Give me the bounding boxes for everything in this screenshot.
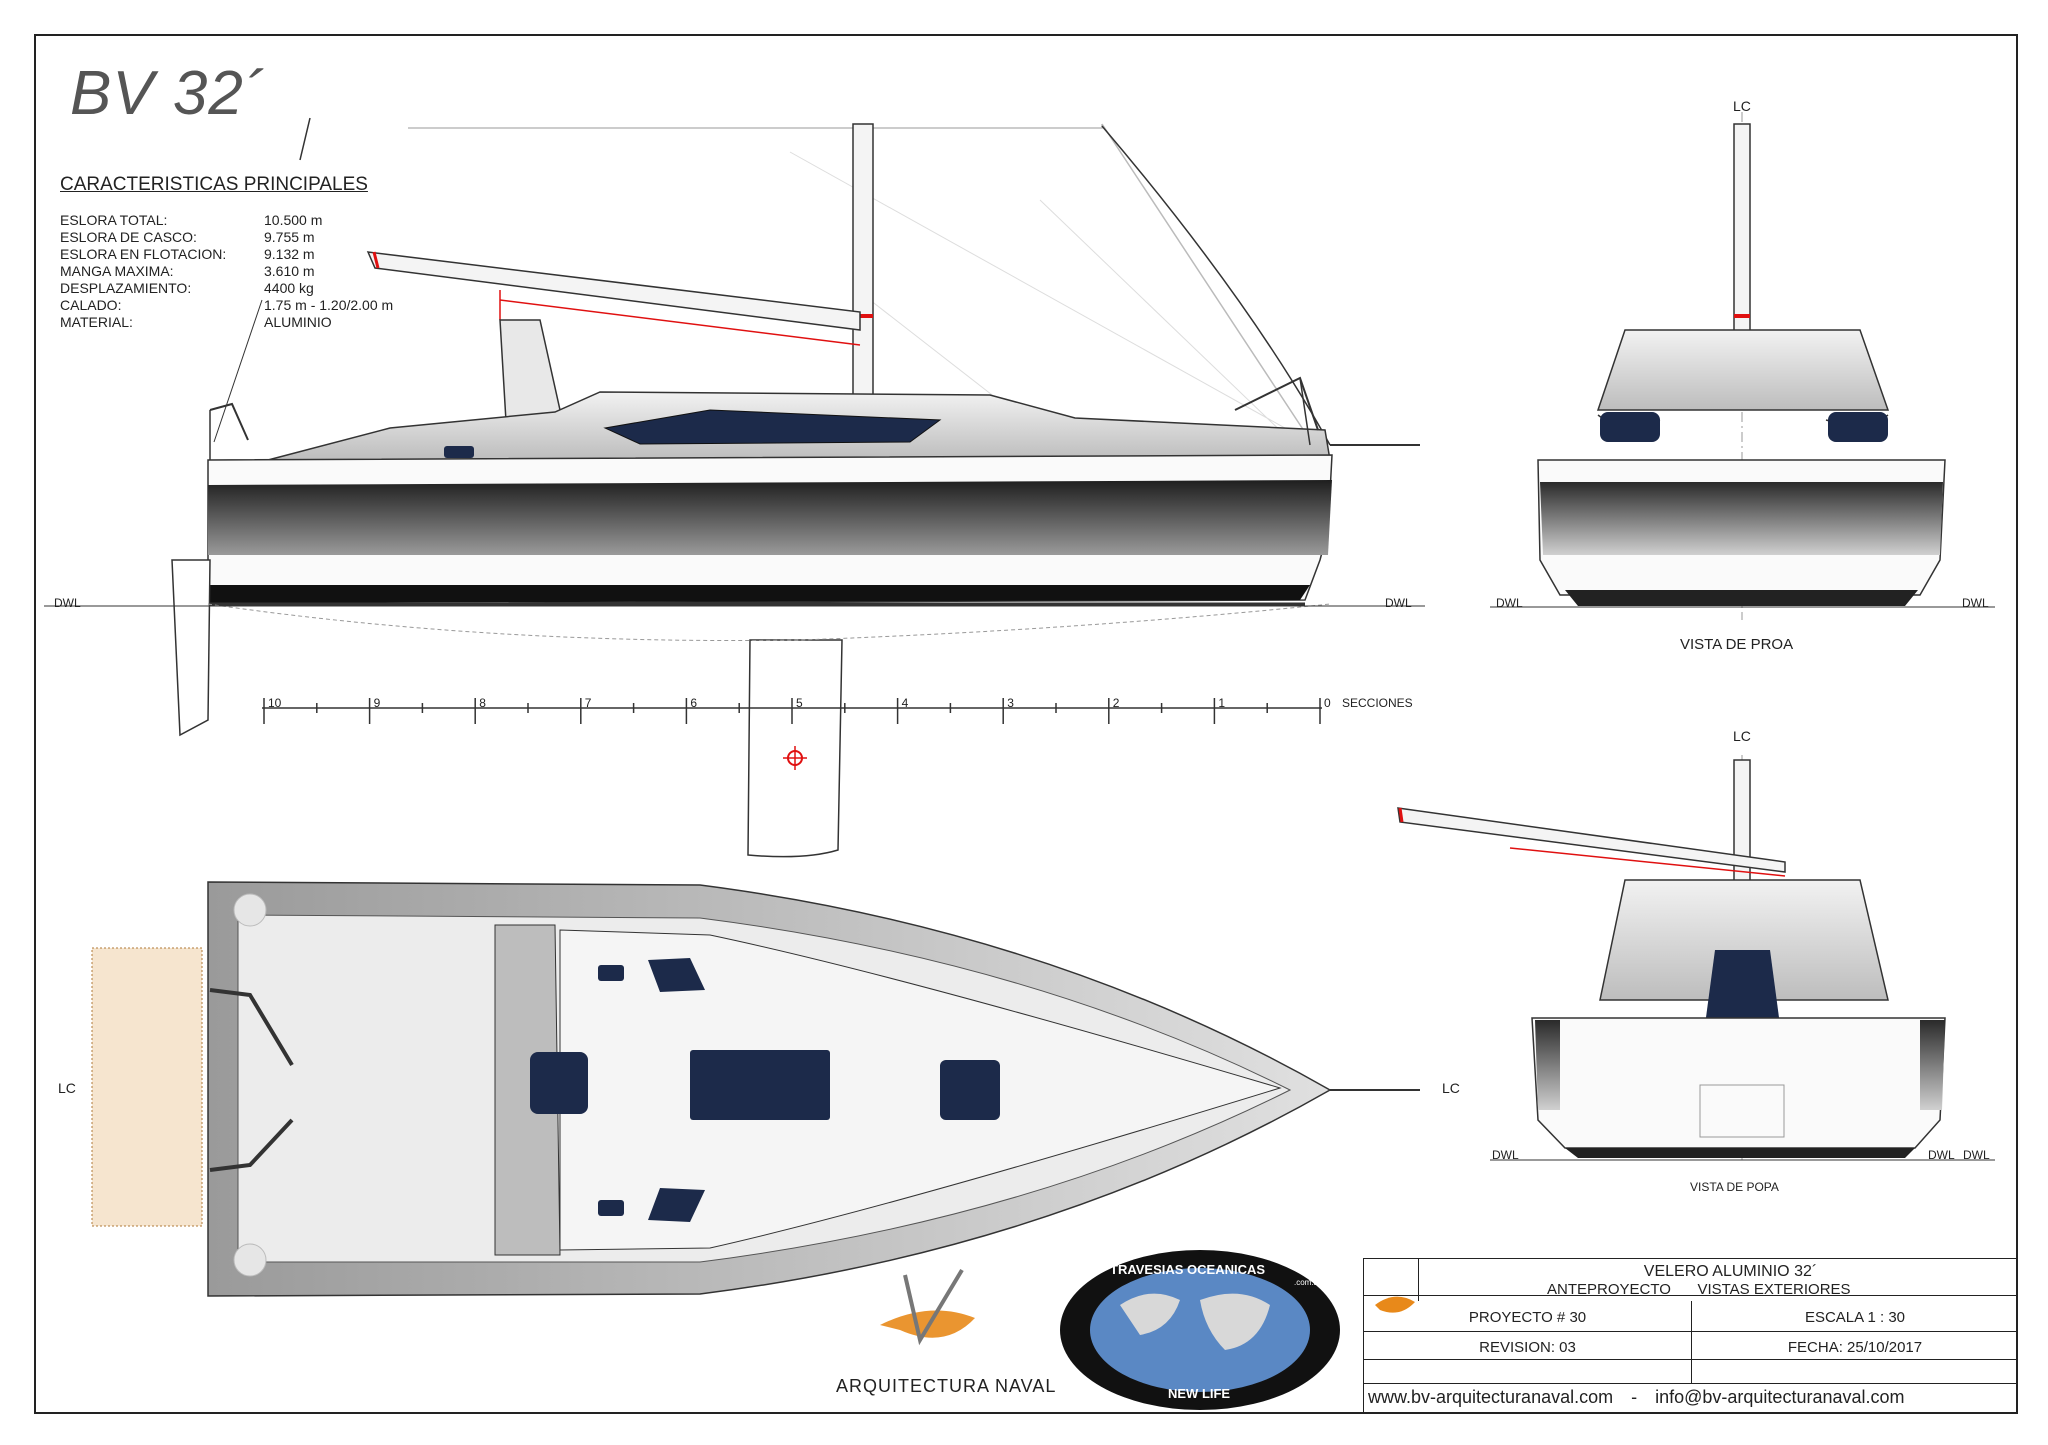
drawing-frame — [34, 34, 2018, 1414]
spec-key: ESLORA TOTAL: — [60, 212, 168, 228]
titleblock-mini-logo — [1375, 1296, 1415, 1313]
spec-value: 9.755 m — [264, 229, 315, 245]
vista-proa-label: VISTA DE PROA — [1680, 636, 1794, 653]
spec-key: CALADO: — [60, 297, 122, 313]
spec-row: DESPLAZAMIENTO: 4400 kg — [60, 280, 393, 297]
email-link[interactable]: info@bv-arquitecturanaval.com — [1655, 1387, 1905, 1407]
vista-popa-label: VISTA DE POPA — [1690, 1180, 1779, 1194]
spec-row: ESLORA TOTAL: 10.500 m — [60, 212, 393, 229]
website-link[interactable]: www.bv-arquitecturanaval.com — [1368, 1387, 1614, 1407]
project-name: VELERO ALUMINIO 32´ — [1643, 1263, 1818, 1280]
section-number: 9 — [373, 696, 381, 710]
dwl-label-stern-left: DWL — [1492, 1148, 1519, 1162]
cabin-window — [603, 409, 942, 445]
dwl-label-left: DWL — [54, 596, 81, 610]
specs-leader-line — [213, 299, 263, 443]
spec-value: 10.500 m — [264, 212, 323, 228]
hull-stern — [1531, 1017, 1946, 1149]
title-leader-line — [299, 117, 311, 161]
spec-key: MANGA MAXIMA: — [60, 263, 174, 279]
spec-key: MATERIAL: — [60, 314, 133, 330]
drawing-title: BV 32´ — [70, 59, 266, 128]
spec-row: CALADO: 1.75 m - 1.20/2.00 m — [60, 297, 393, 314]
section-number: 2 — [1112, 696, 1120, 710]
contact-row: www.bv-arquitecturanaval.com - info@bv-a… — [1368, 1387, 1905, 1408]
lc-label-stern: LC — [1733, 728, 1751, 744]
hatch-main — [690, 1050, 830, 1120]
spec-value: 3.610 m — [264, 263, 315, 279]
swim-platform — [91, 947, 203, 1227]
stern-view — [1397, 755, 1995, 1161]
genoa-outline — [408, 123, 1311, 441]
boom-profile — [366, 251, 861, 331]
section-number: 3 — [1007, 696, 1014, 710]
escala: ESCALA 1 : 30 — [1804, 1309, 1906, 1326]
plan-view — [91, 881, 1420, 1297]
specs-heading: CARACTERISTICAS PRINCIPALES — [60, 174, 368, 195]
specs-panel: CARACTERISTICAS PRINCIPALES ESLORA TOTAL… — [60, 174, 393, 331]
spec-key: DESPLAZAMIENTO: — [60, 280, 192, 296]
lc-label-plan-right: LC — [1442, 1080, 1460, 1096]
secciones-label: SECCIONES — [1342, 696, 1413, 710]
spec-value: 1.75 m - 1.20/2.00 m — [264, 297, 394, 313]
lc-label-plan-left: LC — [58, 1080, 76, 1096]
section-number: 0 — [1324, 696, 1331, 710]
contact-separator: - — [1631, 1387, 1638, 1407]
section-number: 8 — [479, 696, 486, 710]
new-life-label: NEW LIFE — [1168, 1386, 1231, 1401]
boom-stern — [1397, 807, 1786, 873]
spec-key: ESLORA EN FLOTACION: — [60, 246, 227, 262]
section-number: 6 — [690, 696, 698, 710]
spec-row: ESLORA DE CASCO: 9.755 m — [60, 229, 393, 246]
hull-topside — [208, 480, 1332, 555]
travesias-logo — [1060, 1250, 1340, 1410]
rudder-profile — [171, 559, 211, 737]
spec-row: MANGA MAXIMA: 3.610 m — [60, 263, 393, 280]
bow-view — [1490, 112, 1995, 620]
section-number: 4 — [901, 696, 909, 710]
section-number: 1 — [1218, 696, 1226, 710]
title-block: VELERO ALUMINIO 32´ ANTEPROYECTO VISTAS … — [1363, 1258, 2018, 1414]
spec-key: ESLORA DE CASCO: — [60, 229, 197, 245]
arquitectura-naval-label: ARQUITECTURA NAVAL — [836, 1376, 1057, 1396]
spec-row: MATERIAL: ALUMINIO — [60, 314, 393, 331]
proyecto-number: PROYECTO # 30 — [1468, 1309, 1587, 1326]
section-number: 7 — [584, 696, 592, 710]
mast-profile — [852, 123, 874, 425]
specs-table: ESLORA TOTAL: 10.500 m ESLORA DE CASCO: 9.7… — [60, 212, 393, 331]
spec-value: ALUMINIO — [264, 314, 332, 330]
travesias-label: TRAVESIAS OCEANICAS — [1110, 1262, 1266, 1277]
dwl-label-stern-far: DWL — [1963, 1148, 1990, 1162]
arquitectura-logo — [880, 1268, 975, 1346]
section-number: 5 — [796, 696, 803, 710]
project-views: VISTAS EXTERIORES — [1697, 1281, 1851, 1298]
spec-row: ESLORA EN FLOTACION: 9.132 m — [60, 246, 393, 263]
revision: REVISION: 03 — [1479, 1339, 1576, 1356]
lc-label-bow: LC — [1733, 98, 1751, 114]
dwl-label-bow-right: DWL — [1962, 596, 1989, 610]
travesias-domain: .com.ar — [1294, 1278, 1321, 1287]
section-ticks — [263, 698, 1321, 724]
section-number: 10 — [268, 696, 282, 710]
fecha: FECHA: 25/10/2017 — [1787, 1339, 1923, 1356]
project-phase: ANTEPROYECTO — [1547, 1281, 1671, 1298]
spec-value: 4400 kg — [264, 280, 314, 296]
profile-view — [44, 123, 1425, 858]
dwl-label-right: DWL — [1385, 596, 1412, 610]
dwl-label-bow-left: DWL — [1496, 596, 1523, 610]
spec-value: 9.132 m — [264, 246, 315, 262]
dwl-label-stern-right: DWL — [1928, 1148, 1955, 1162]
